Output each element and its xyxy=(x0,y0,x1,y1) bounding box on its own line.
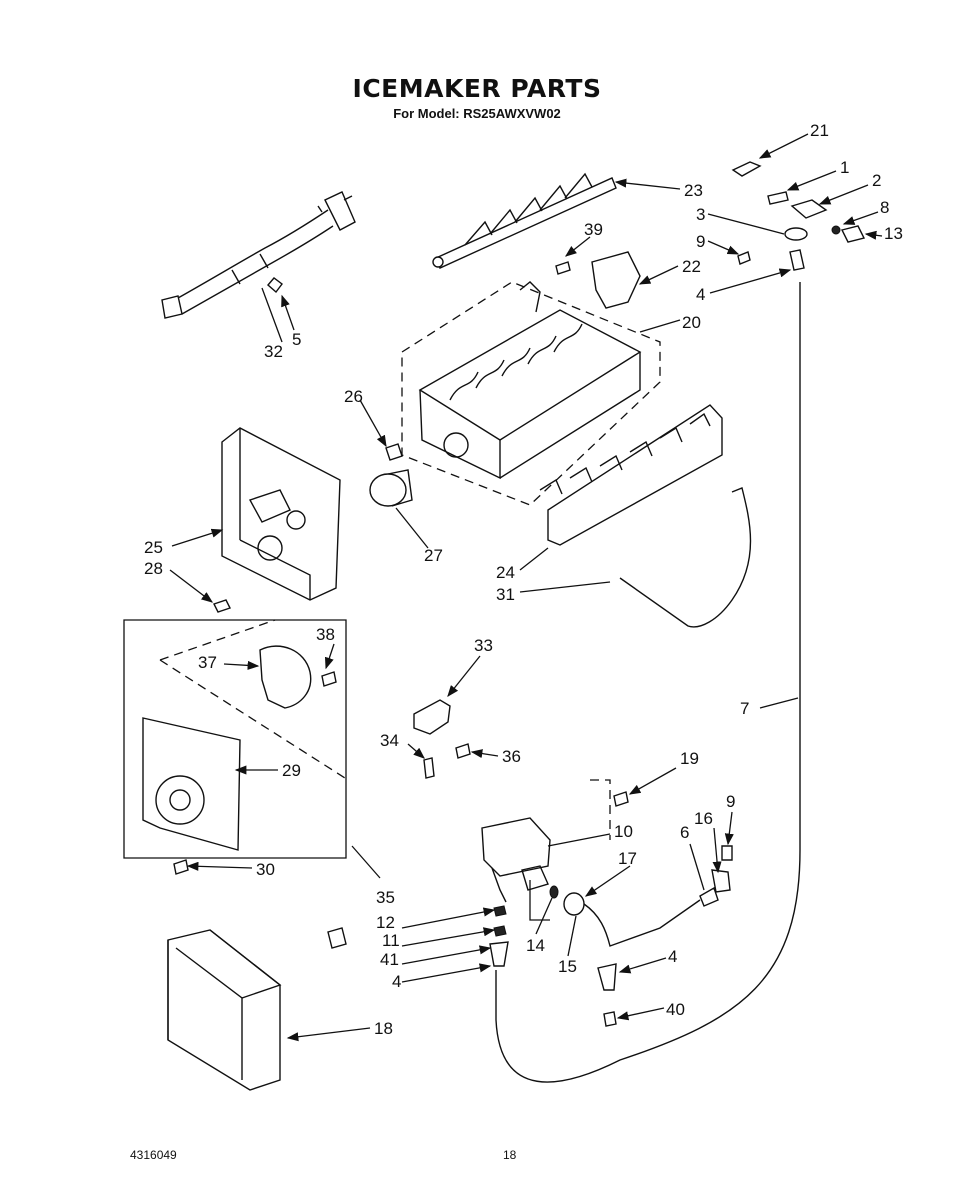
fill-cup-fittings-drawing xyxy=(737,191,866,271)
valve-screw-drawing xyxy=(613,791,629,807)
label-36: 36 xyxy=(502,747,521,766)
label-1: 1 xyxy=(840,158,849,177)
page-title: ICEMAKER PARTS xyxy=(352,74,602,103)
label-13: 13 xyxy=(884,224,903,243)
module-screw-drawing xyxy=(173,859,189,875)
clip-drawing xyxy=(267,277,283,294)
label-24: 24 xyxy=(496,563,515,582)
label-30: 30 xyxy=(256,860,275,879)
label-34: 34 xyxy=(380,731,399,750)
clamp-screw-drawing xyxy=(721,845,733,861)
label-28: 28 xyxy=(144,559,163,578)
label-10: 10 xyxy=(614,822,633,841)
part-number-labels: 21 1 2 23 3 8 13 39 9 22 4 20 5 32 26 25… xyxy=(144,121,903,1038)
shut-off-arm-drawing xyxy=(619,487,752,628)
label-21: 21 xyxy=(810,121,829,140)
water-valve-drawing xyxy=(481,779,611,921)
label-3: 3 xyxy=(696,205,705,224)
label-33: 33 xyxy=(474,636,493,655)
compression-nut-drawing xyxy=(563,892,701,947)
bracket-screw-36-drawing xyxy=(455,743,471,759)
label-7: 7 xyxy=(740,699,749,718)
label-38: 38 xyxy=(316,625,335,644)
ferrule-41-drawing xyxy=(493,925,507,937)
label-39: 39 xyxy=(584,220,603,239)
label-31: 31 xyxy=(496,585,515,604)
label-19: 19 xyxy=(680,749,699,768)
label-4-right: 4 xyxy=(668,947,677,966)
label-6: 6 xyxy=(680,823,689,842)
page-number: 18 xyxy=(503,1148,517,1162)
label-35: 35 xyxy=(376,888,395,907)
nut-40-drawing xyxy=(603,1011,617,1027)
label-25: 25 xyxy=(144,538,163,557)
label-23: 23 xyxy=(684,181,703,200)
bracket-screw-34-drawing xyxy=(423,757,435,779)
label-22: 22 xyxy=(682,257,701,276)
thermostat-drawing xyxy=(369,469,413,507)
label-15: 15 xyxy=(558,957,577,976)
label-26: 26 xyxy=(344,387,363,406)
clamp-drawing xyxy=(711,869,731,893)
icemaker-mold-drawing xyxy=(401,281,661,506)
label-9-top: 9 xyxy=(696,232,705,251)
label-11: 11 xyxy=(382,931,400,950)
fill-cup-drawing xyxy=(591,251,641,309)
fill-tube-drawing xyxy=(495,282,801,1083)
document-number: 4316049 xyxy=(130,1148,177,1162)
wire-harness-drawing xyxy=(161,191,356,319)
label-37: 37 xyxy=(198,653,217,672)
label-5: 5 xyxy=(292,330,301,349)
wire-connector-drawing xyxy=(327,927,347,949)
ejector-shaft-drawing xyxy=(432,172,617,269)
label-41: 41 xyxy=(380,950,399,969)
insert-4-drawing xyxy=(489,941,509,967)
thermostat-clip-drawing xyxy=(385,443,403,461)
label-2: 2 xyxy=(872,171,881,190)
filter-box-drawing xyxy=(167,929,282,1091)
insert-4b-drawing xyxy=(597,963,617,991)
model-subtitle: For Model: RS25AWXVW02 xyxy=(393,106,561,121)
label-4-top: 4 xyxy=(696,285,705,304)
housing-screw-drawing xyxy=(213,599,231,613)
screw-drawing xyxy=(555,261,571,275)
label-9-bottom: 9 xyxy=(726,792,735,811)
label-17: 17 xyxy=(618,849,637,868)
bracket-drawing xyxy=(731,161,762,177)
label-16: 16 xyxy=(694,809,713,828)
tube-fitting-drawing xyxy=(699,886,719,907)
module-assembly-drawing xyxy=(123,619,347,859)
label-32: 32 xyxy=(264,342,283,361)
motor-screw-drawing xyxy=(321,671,337,687)
label-40: 40 xyxy=(666,1000,685,1019)
label-29: 29 xyxy=(282,761,301,780)
mounting-bracket-drawing xyxy=(413,699,451,735)
control-housing-drawing xyxy=(221,427,341,601)
label-14: 14 xyxy=(526,936,545,955)
nut-11-drawing xyxy=(493,905,507,917)
label-8: 8 xyxy=(880,198,889,217)
leader-lines xyxy=(169,133,883,1042)
ice-stripper-drawing xyxy=(539,404,723,546)
washer-drawing xyxy=(549,885,559,899)
label-20: 20 xyxy=(682,313,701,332)
label-18: 18 xyxy=(374,1019,393,1038)
label-4-bottom: 4 xyxy=(392,972,401,991)
label-12: 12 xyxy=(376,913,395,932)
label-27: 27 xyxy=(424,546,443,565)
